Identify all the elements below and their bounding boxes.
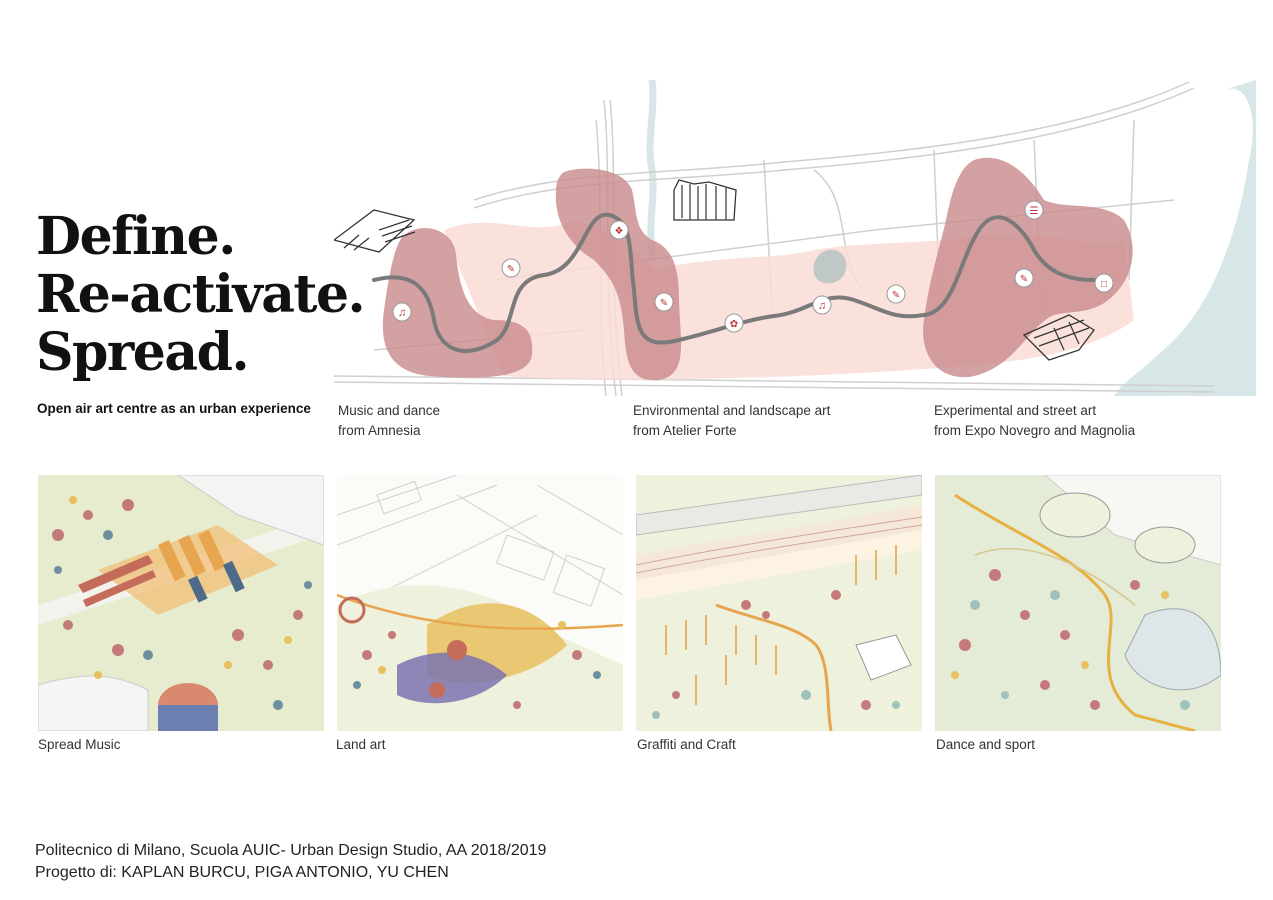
dance-icon-center: ✎	[886, 284, 906, 304]
tile-caption-land-art: Land art	[336, 737, 386, 752]
headline-line-spread: Spread.	[36, 322, 250, 383]
route-path	[372, 212, 1096, 353]
caption-experimental: Experimental and street art from Expo No…	[934, 401, 1135, 441]
flower-icon: ✿	[724, 313, 744, 333]
tile-spread-music	[38, 475, 324, 731]
svg-text:♫: ♫	[818, 300, 826, 312]
dance-icon-amnesia: ✎	[501, 258, 521, 278]
brush-icon: ✎	[654, 292, 674, 312]
svg-text:✎: ✎	[660, 298, 668, 309]
tile-caption-spread-music: Spread Music	[38, 737, 121, 752]
tile-dance-sport	[935, 475, 1221, 731]
caption-music-dance-line1: Music and dance	[338, 403, 441, 418]
svg-text:☰: ☰	[1030, 206, 1039, 217]
svg-text:✎: ✎	[507, 264, 515, 275]
headline-line-define: Define.	[36, 206, 236, 267]
zone-expo-magnolia	[923, 157, 1133, 378]
credits-footer: Politecnico di Milano, Scuola AUIC- Urba…	[35, 840, 546, 884]
brush-icon-east: ✎	[1014, 268, 1034, 288]
caption-environmental-line1: Environmental and landscape art	[633, 403, 831, 418]
tile-caption-dance-sport: Dance and sport	[936, 737, 1036, 752]
svg-text:□: □	[1101, 279, 1107, 290]
caption-experimental-line1: Experimental and street art	[934, 403, 1097, 418]
canal-north	[646, 80, 658, 261]
music-icon-amnesia: ♫	[392, 302, 412, 322]
spray-icon: ❖	[609, 220, 629, 240]
svg-text:✎: ✎	[892, 290, 900, 301]
headline-line-reactivate: Re-activate.	[36, 264, 366, 325]
svg-text:♫: ♫	[398, 307, 406, 319]
subtitle: Open air art centre as an urban experien…	[37, 401, 311, 416]
credits-authors: Progetto di: KAPLAN BURCU, PIGA ANTONIO,…	[35, 864, 449, 881]
river-east	[1114, 80, 1256, 396]
svg-text:❖: ❖	[615, 226, 624, 237]
headline: Define. Re-activate. Spread.	[36, 206, 366, 383]
tile-land-art	[337, 475, 623, 731]
svg-text:✎: ✎	[1020, 274, 1028, 285]
music-icon-center: ♫	[812, 295, 832, 315]
caption-music-dance-line2: from Amnesia	[338, 423, 421, 438]
caption-experimental-line2: from Expo Novegro and Magnolia	[934, 423, 1136, 438]
zone-atelier-forte	[555, 168, 682, 381]
tile-graffiti-craft	[636, 475, 922, 731]
masterplan-map: ♫ ✎ ❖ ✎ ✿ ♫ ✎ ☰ ✎ □	[334, 80, 1256, 396]
book-icon: □	[1094, 273, 1114, 293]
tile-caption-graffiti-craft: Graffiti and Craft	[637, 737, 736, 752]
caption-music-dance: Music and dance from Amnesia	[338, 401, 440, 441]
caption-environmental: Environmental and landscape art from Ate…	[633, 401, 830, 441]
svg-text:✿: ✿	[730, 319, 738, 330]
credits-school: Politecnico di Milano, Scuola AUIC- Urba…	[35, 842, 547, 859]
caption-environmental-line2: from Atelier Forte	[633, 423, 737, 438]
theatre-icon: ☰	[1024, 200, 1044, 220]
lake	[813, 249, 847, 284]
